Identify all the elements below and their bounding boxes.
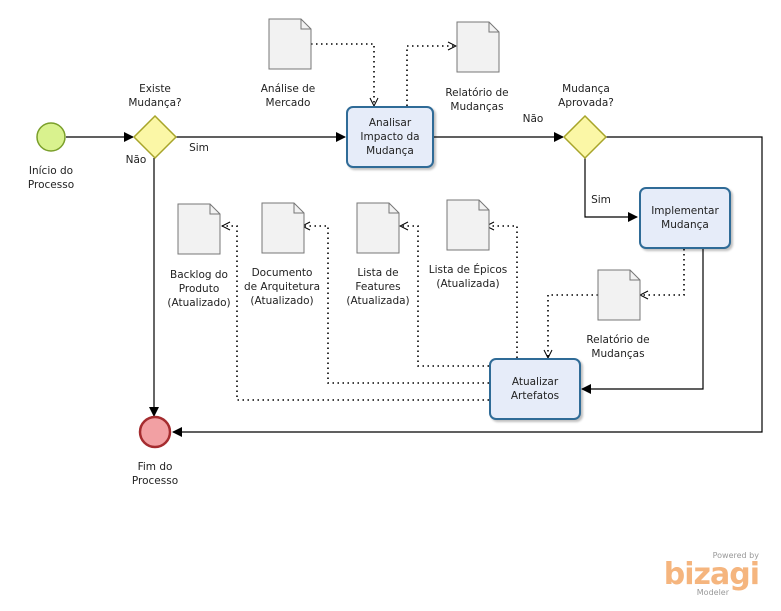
- associations: [222, 43, 685, 401]
- flow-label-yes-1: Sim: [189, 142, 209, 154]
- doc-features-icon[interactable]: [356, 202, 400, 254]
- assoc-update-to-features: [400, 226, 489, 367]
- doc-market-analysis-label: Análise de Mercado: [260, 83, 316, 109]
- assoc-implement-to-report2: [640, 249, 685, 295]
- flow-label-no-2: Não: [522, 113, 544, 125]
- gateway-change-exists[interactable]: [132, 114, 178, 160]
- bizagi-logo: bizagi: [663, 557, 760, 592]
- assoc-update-to-epics: [486, 226, 518, 358]
- assoc-update-to-backlog: [222, 226, 489, 401]
- doc-epics-label: Lista de Épicos (Atualizada): [428, 264, 508, 290]
- doc-features-label: Lista de Features (Atualizada): [346, 267, 410, 307]
- flow-label-yes-2: Sim: [591, 194, 611, 206]
- end-event[interactable]: [138, 415, 172, 449]
- doc-change-report-2-label: Relatório de Mudanças: [586, 334, 650, 360]
- end-event-label: Fim do Processo: [131, 461, 179, 487]
- gateway-change-approved-label: Mudança Aprovada?: [558, 83, 614, 109]
- doc-change-report-1-label: Relatório de Mudanças: [445, 87, 509, 113]
- flow-implement-to-update: [581, 249, 704, 394]
- doc-architecture-label: Documento de Arquitetura (Atualizado): [243, 267, 321, 307]
- doc-epics-icon[interactable]: [446, 199, 490, 251]
- assoc-analyze-to-report1: [406, 46, 456, 106]
- start-event-label: Início do Processo: [27, 165, 75, 191]
- task-implement-change[interactable]: Implementar Mudança: [639, 187, 731, 249]
- task-analyze-impact[interactable]: Analisar Impacto da Mudança: [346, 106, 434, 168]
- bizagi-branding: Powered by bizagi Modeler: [663, 551, 760, 597]
- sequence-flows: [66, 132, 763, 437]
- doc-change-report-1-icon[interactable]: [456, 21, 500, 73]
- powered-by-text: Powered by: [712, 551, 759, 560]
- start-event[interactable]: [36, 122, 66, 152]
- doc-architecture-icon[interactable]: [261, 202, 305, 254]
- assoc-update-to-architecture: [302, 226, 489, 384]
- task-update-artifacts[interactable]: Atualizar Artefatos: [489, 358, 581, 420]
- assoc-market-to-analyze: [311, 43, 374, 106]
- assoc-report2-to-update: [548, 294, 598, 358]
- doc-change-report-2-icon[interactable]: [597, 269, 641, 321]
- doc-backlog-icon[interactable]: [177, 203, 221, 255]
- flow-approval-no-to-end: [172, 136, 763, 437]
- doc-market-analysis-icon[interactable]: [268, 18, 312, 70]
- gateway-change-exists-label: Existe Mudança?: [128, 83, 182, 109]
- doc-backlog-label: Backlog do Produto (Atualizado): [167, 269, 231, 309]
- modeler-text: Modeler: [696, 588, 729, 597]
- flow-approval-yes-to-implement: [584, 158, 638, 222]
- gateway-change-approved[interactable]: [562, 114, 608, 160]
- flow-label-no-1: Não: [125, 154, 147, 166]
